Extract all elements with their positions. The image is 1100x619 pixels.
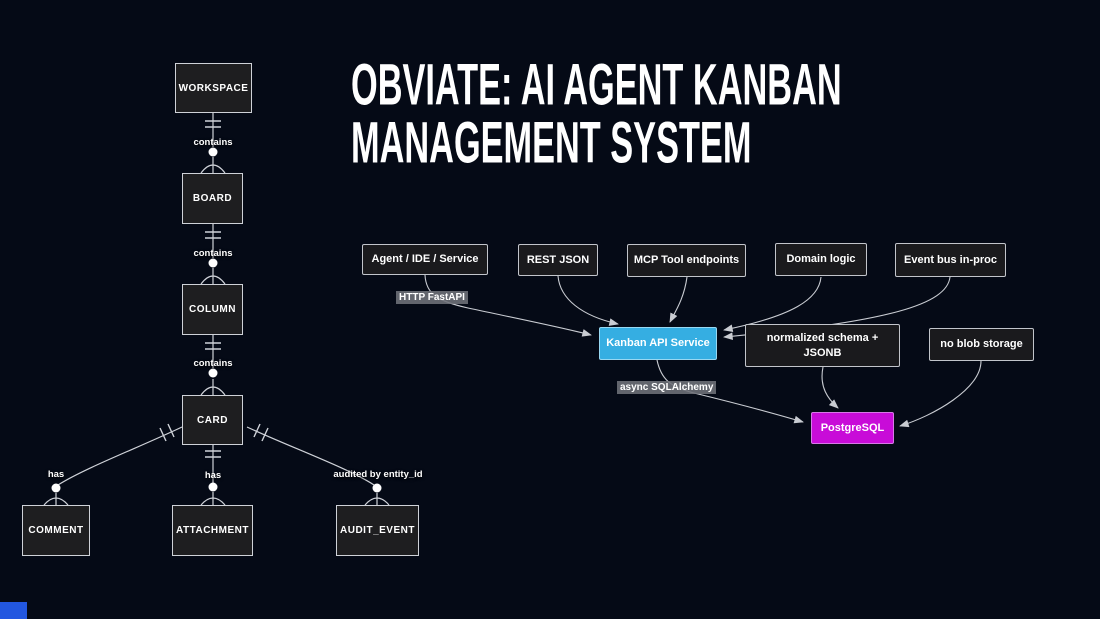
relationship-label-contains-3: contains [193, 358, 233, 369]
entity-card: CARD [182, 395, 243, 445]
flow-node-kanban-api-service: Kanban API Service [599, 327, 717, 360]
flow-edge-noblob-postgres [899, 360, 982, 428]
relationship-label-has-attachment: has [204, 470, 222, 481]
er-one-mark [205, 120, 221, 128]
flow-node-mcp-tool-endpoints: MCP Tool endpoints [627, 244, 746, 277]
er-crowfoot [200, 492, 226, 506]
entity-workspace: WORKSPACE [175, 63, 252, 113]
flow-edge-rest-kanban [557, 275, 619, 326]
er-circle [208, 258, 218, 268]
flow-node-normalized-schema-line2: JSONB [803, 346, 842, 359]
flow-node-domain-logic: Domain logic [775, 243, 867, 276]
flow-node-postgresql: PostgreSQL [811, 412, 894, 444]
entity-comment: COMMENT [22, 505, 90, 556]
er-circle [208, 368, 218, 378]
flow-node-agent-ide-service: Agent / IDE / Service [362, 244, 488, 275]
er-edge-card-audit [246, 426, 375, 486]
er-one-mark [205, 342, 221, 350]
er-cardinality-circles [51, 147, 382, 493]
er-circle [51, 483, 61, 493]
er-one-mark [159, 423, 175, 442]
er-circle [208, 482, 218, 492]
er-circle [208, 147, 218, 157]
er-crowfoot [200, 157, 226, 174]
entity-column: COLUMN [182, 284, 243, 335]
flow-node-event-bus: Event bus in-proc [895, 243, 1006, 277]
flow-edge-kanban-postgres [656, 359, 804, 424]
page-title-line2: MANAGEMENT SYSTEM [351, 111, 752, 176]
er-crowfoot [43, 493, 69, 506]
flow-edge-agent-kanban [424, 274, 592, 337]
er-one-mark [205, 450, 221, 458]
relationship-label-contains-2: contains [193, 248, 233, 259]
flow-node-rest-json: REST JSON [518, 244, 598, 276]
relationship-label-contains-1: contains [193, 137, 233, 148]
er-edge-card-comment [57, 426, 183, 486]
flow-node-no-blob-storage: no blob storage [929, 328, 1034, 361]
relationship-label-audited-by: audited by entity_id [333, 469, 423, 480]
er-one-mark [253, 423, 269, 442]
er-crowfoot [364, 493, 390, 506]
edge-label-http-fastapi: HTTP FastAPI [396, 291, 468, 304]
page-title: OBVIATE: AI AGENT KANBAN MANAGEMENT SYST… [351, 53, 842, 176]
er-circle [372, 483, 382, 493]
flow-edge-domain-kanban [723, 276, 822, 333]
edge-label-async-sqlalchemy: async SQLAlchemy [617, 381, 717, 394]
flow-node-normalized-schema: normalized schema + JSONB [745, 324, 900, 367]
er-relationship-lines [43, 113, 390, 506]
corner-accent [0, 602, 27, 619]
flow-edge-mcp-kanban [669, 276, 688, 323]
entity-attachment: ATTACHMENT [172, 505, 253, 556]
entity-board: BOARD [182, 173, 243, 224]
entity-audit-event: AUDIT_EVENT [336, 505, 419, 556]
flow-edge-schema-postgres [821, 366, 839, 409]
er-one-mark [205, 231, 221, 239]
relationship-label-has-comment: has [47, 469, 65, 480]
er-crowfoot [200, 379, 226, 396]
page-title-line1: OBVIATE: AI AGENT KANBAN [351, 53, 842, 118]
flow-node-normalized-schema-line1: normalized schema + [766, 331, 879, 344]
er-crowfoot [200, 268, 226, 285]
